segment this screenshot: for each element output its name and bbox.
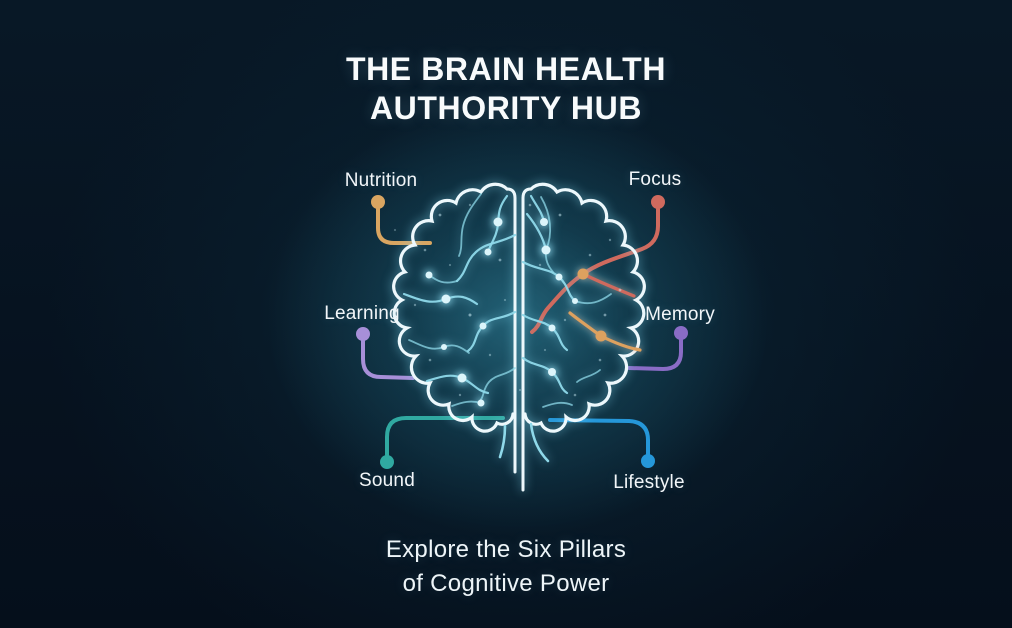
neural-branches-right bbox=[521, 194, 612, 408]
connector-lifestyle-dot bbox=[641, 454, 655, 468]
connector-nutrition-line bbox=[376, 205, 432, 245]
brain-fissure-left bbox=[505, 187, 517, 474]
pillar-label-lifestyle[interactable]: Lifestyle bbox=[613, 472, 685, 493]
brain-right-hemisphere bbox=[523, 182, 646, 433]
brain-stem-line-right bbox=[529, 422, 550, 463]
connector-nutrition bbox=[371, 195, 432, 245]
pillar-label-memory[interactable]: Memory bbox=[645, 304, 715, 325]
pillar-label-nutrition[interactable]: Nutrition bbox=[344, 170, 418, 191]
accent-orange-branch-up bbox=[568, 311, 603, 338]
page-subtitle: Explore the Six Pillars of Cognitive Pow… bbox=[0, 533, 1012, 601]
page-subtitle-line-1: Explore the Six Pillars bbox=[385, 536, 627, 563]
page-title-line-1: THE BRAIN HEALTH bbox=[345, 51, 667, 87]
page-title: THE BRAIN HEALTH AUTHORITY HUB bbox=[0, 50, 1012, 128]
brain-stem bbox=[498, 422, 550, 463]
connector-memory-dot bbox=[674, 326, 688, 340]
accent-coral-branch bbox=[581, 272, 636, 298]
brain-outline bbox=[392, 182, 646, 492]
pillar-label-focus[interactable]: Focus bbox=[628, 169, 682, 190]
pillar-connectors bbox=[356, 195, 688, 469]
connector-memory bbox=[627, 326, 688, 372]
sparkle-dust bbox=[393, 203, 622, 397]
brain-core bbox=[392, 182, 646, 492]
accent-nodes bbox=[577, 268, 607, 342]
pillar-label-sound[interactable]: Sound bbox=[359, 470, 415, 491]
neural-nodes bbox=[425, 217, 578, 407]
pillar-label-learning[interactable]: Learning bbox=[324, 303, 400, 324]
brain-stem-line-left bbox=[498, 424, 507, 459]
accent-branches bbox=[568, 268, 642, 352]
connector-lifestyle bbox=[548, 418, 655, 468]
connector-sound bbox=[380, 416, 505, 469]
brain-fissure-right bbox=[521, 187, 533, 492]
connector-memory-line bbox=[627, 338, 683, 372]
connector-sound-line bbox=[385, 416, 505, 457]
connector-nutrition-dot bbox=[371, 195, 385, 209]
connector-learning-line bbox=[361, 339, 415, 380]
brain-left-hemisphere bbox=[392, 182, 515, 433]
connector-learning-dot bbox=[356, 327, 370, 341]
connector-learning bbox=[356, 327, 415, 380]
connector-lifestyle-line bbox=[548, 418, 650, 456]
page-title-line-2: AUTHORITY HUB bbox=[369, 90, 643, 126]
page-subtitle-line-2: of Cognitive Power bbox=[402, 570, 610, 597]
accent-orange-branch-down bbox=[599, 334, 642, 352]
connector-sound-dot bbox=[380, 455, 394, 469]
connector-focus-dot bbox=[651, 195, 665, 209]
